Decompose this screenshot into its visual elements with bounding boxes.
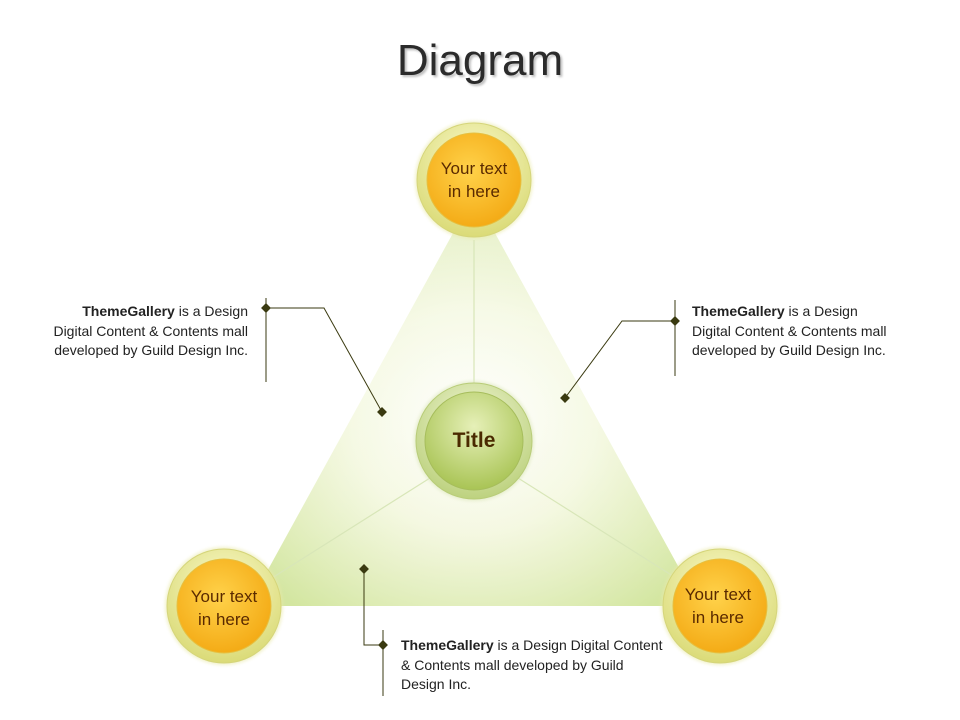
node-bottom-left-label: Your text in here [190, 587, 258, 629]
callout-left: ThemeGallery is a Design Digital Content… [40, 302, 248, 361]
node-top-shape [415, 121, 533, 239]
spoke-lines [271, 240, 677, 579]
node-top-label: Your text in here [440, 159, 508, 201]
center-node[interactable]: Title [414, 381, 534, 501]
node-bottom-right-label: Your text in here [684, 585, 752, 627]
callout-bottom: ThemeGallery is a Design Digital Content… [401, 636, 663, 695]
node-bottom-left-shape [165, 547, 283, 665]
connectors [261, 298, 680, 696]
callout-bottom-brand: ThemeGallery [401, 637, 494, 653]
callout-right-text: is a Design Digital Content & Contents m… [692, 303, 887, 358]
callout-left-brand: ThemeGallery [82, 303, 175, 319]
node-bottom-right[interactable]: Your text in here [658, 546, 778, 666]
center-title: Title [452, 429, 496, 452]
spoke-bottom-right [517, 477, 677, 579]
node-top[interactable]: Your text in here [414, 120, 534, 240]
spoke-bottom-left [271, 477, 431, 579]
center-node-shape [414, 381, 534, 501]
node-bottom-left[interactable]: Your text in here [164, 548, 284, 668]
page-title: Diagram [396, 36, 564, 85]
callout-bottom-text: is a Design Digital Content & Contents m… [401, 637, 663, 692]
node-bottom-right-shape [661, 547, 779, 665]
callout-right-brand: ThemeGallery [692, 303, 785, 319]
callout-right: ThemeGallery is a Design Digital Content… [692, 302, 892, 361]
callout-left-text: is a Design Digital Content & Contents m… [53, 303, 248, 358]
